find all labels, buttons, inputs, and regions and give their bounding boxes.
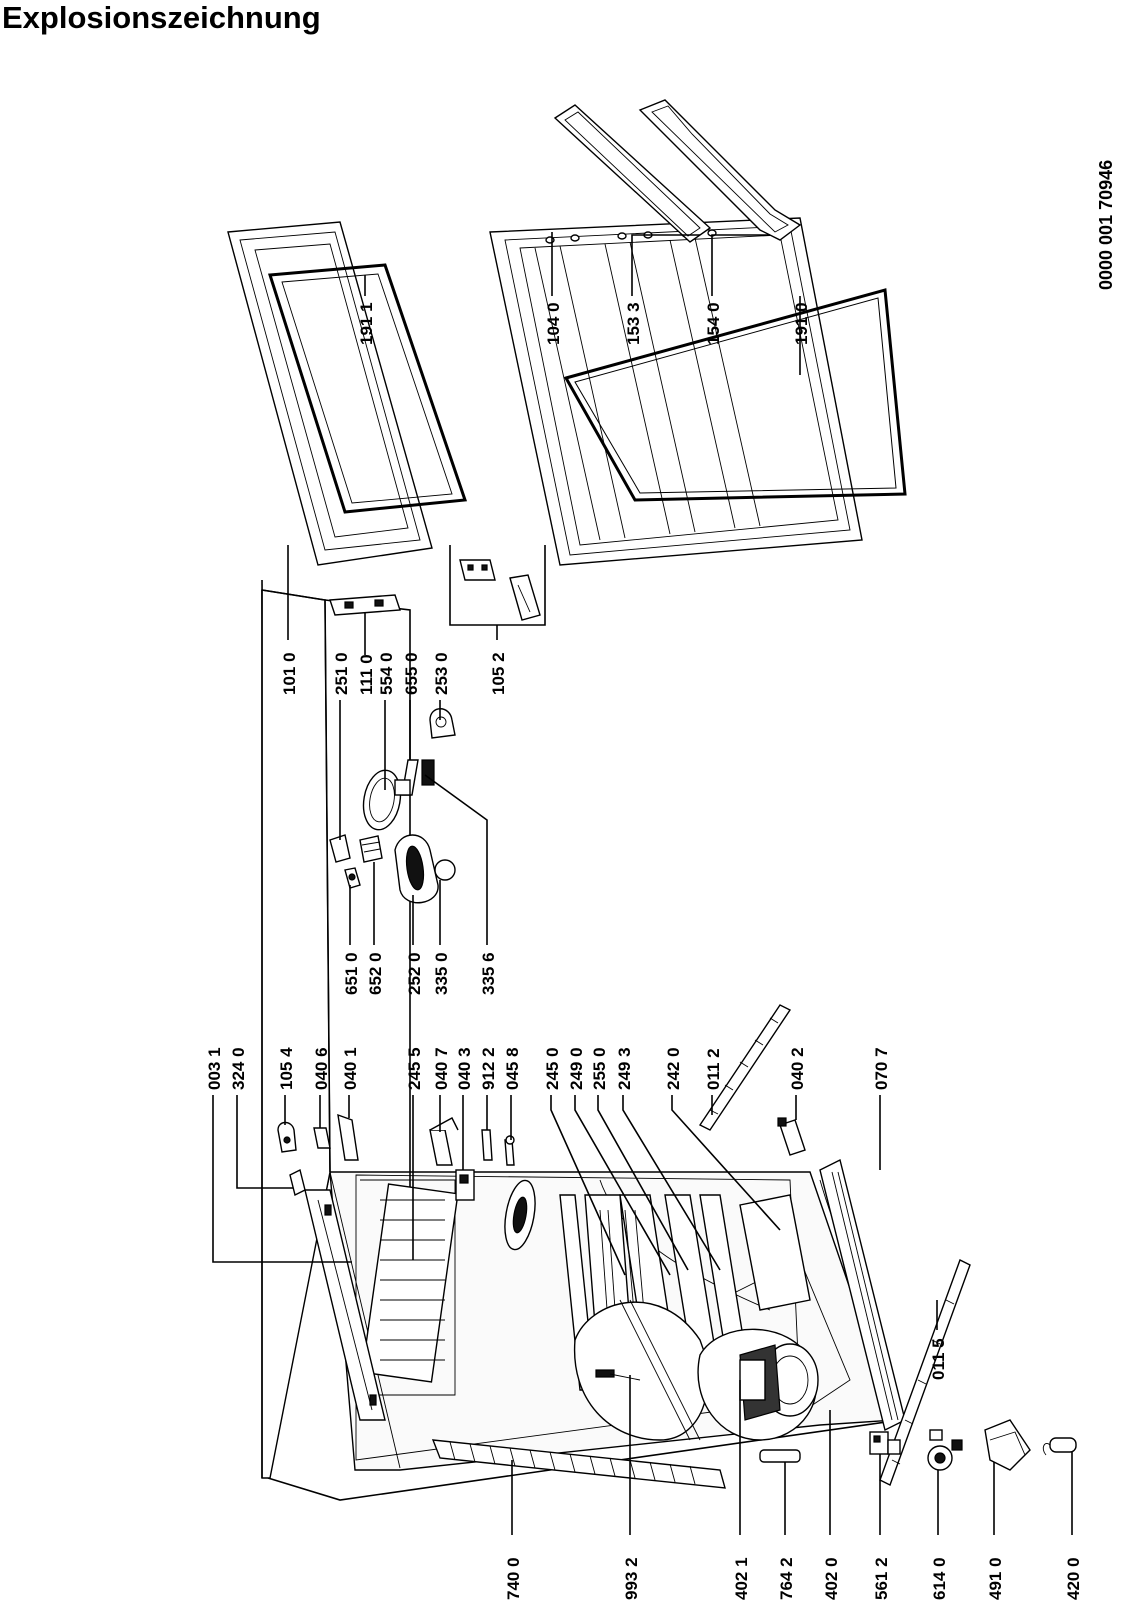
electrical-parts [869,1419,1077,1471]
label-402-1: 402 1 [732,1557,751,1600]
hinge-set [459,559,541,621]
label-561-2: 561 2 [872,1557,891,1600]
cabinet-thermostat [504,1179,536,1251]
label-242-0: 242 0 [664,1047,683,1090]
cabinet-side-panel [261,589,411,1479]
compressor [697,1328,819,1441]
label-252-0: 252 0 [405,952,424,995]
label-249-0: 249 0 [567,1047,586,1090]
label-655-0: 655 0 [402,652,421,695]
label-324-0: 324 0 [229,1047,248,1090]
label-251-0: 251 0 [332,652,351,695]
filter-dryer [759,1449,801,1463]
label-154-0: 154 0 [704,302,723,345]
label-153-3: 153 3 [624,302,643,345]
label-040-2: 040 2 [788,1047,807,1090]
label-491-0: 491 0 [986,1557,1005,1600]
evaporator-detail [573,1299,709,1441]
label-764-2: 764 2 [777,1557,796,1600]
label-070-7: 070 7 [872,1047,891,1090]
label-335-6: 335 6 [479,952,498,995]
document-id: 0000 001 70946 [1096,160,1116,290]
label-614-0: 614 0 [930,1557,949,1600]
label-105-4: 105 4 [277,1047,296,1090]
label-111-0: 111 0 [357,654,376,695]
hinge-parts-top [277,1113,515,1201]
label-335-0: 335 0 [432,952,451,995]
label-652-0: 652 0 [366,952,385,995]
label-651-0: 651 0 [342,952,361,995]
label-040-1: 040 1 [341,1047,360,1090]
label-912-2: 912 2 [479,1047,498,1090]
page-title: Explosionszeichnung [2,0,321,35]
door-shelves-right [698,1004,971,1486]
label-249-3: 249 3 [615,1047,634,1090]
thermostat-assembly [329,594,456,904]
label-011-5: 011 5 [929,1338,948,1380]
label-245-0: 245 0 [543,1047,562,1090]
label-003-1: 003 1 [205,1047,224,1090]
freezer-door [227,221,468,566]
label-101-0: 101 0 [280,652,299,695]
door-bins [553,99,802,243]
label-191-0: 191 0 [792,302,811,345]
label-040-7: 040 7 [432,1047,451,1090]
label-554-0: 554 0 [377,652,396,695]
label-993-2: 993 2 [622,1557,641,1600]
top-cover [304,1189,386,1421]
label-245-5: 245 5 [405,1047,424,1090]
label-105-2: 105 2 [489,652,508,695]
leader-lines [212,232,1073,1535]
label-420-0: 420 0 [1064,1557,1083,1600]
label-040-3: 040 3 [455,1047,474,1090]
label-040-6: 040 6 [312,1047,331,1090]
label-045-8: 045 8 [503,1047,522,1090]
label-253-0: 253 0 [432,652,451,695]
part-labels: 003 1 324 0 105 4 040 6 040 1 245 5 040 … [205,160,1116,1600]
label-402-0: 402 0 [822,1557,841,1600]
label-740-0: 740 0 [504,1557,523,1600]
label-011-2: 011 2 [704,1048,723,1090]
condenser [431,1439,726,1489]
label-104-0: 104 0 [544,302,563,345]
label-255-0: 255 0 [590,1047,609,1090]
label-191-1: 191 1 [357,302,376,345]
